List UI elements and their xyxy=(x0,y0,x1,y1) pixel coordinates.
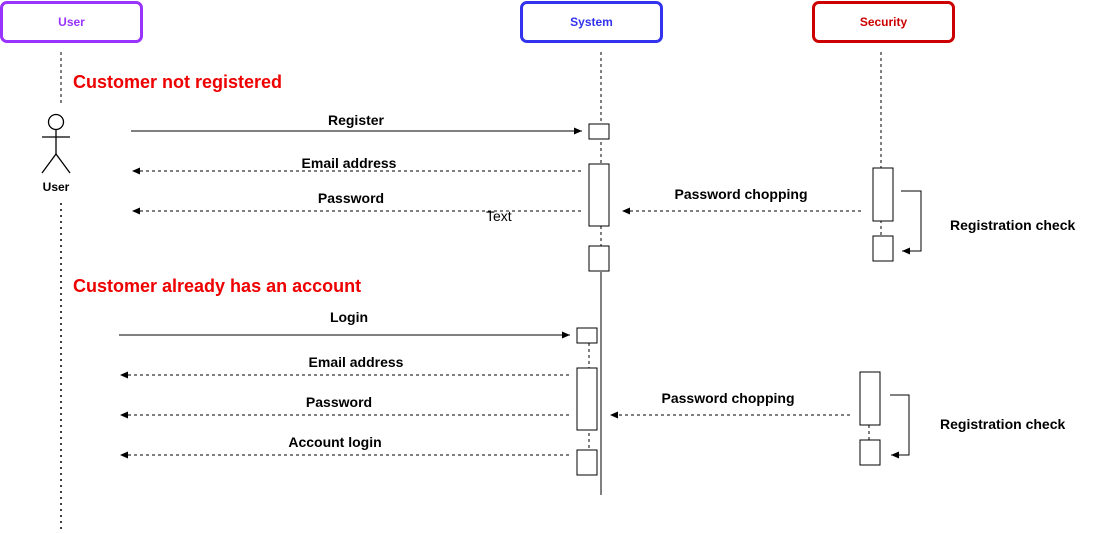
security-activation-check-2 xyxy=(859,439,881,466)
system-activation-register xyxy=(588,123,610,140)
system-activation-end-1 xyxy=(588,245,610,272)
registration-check-label: Registration check xyxy=(950,217,1076,233)
message-account-login-label: Account login xyxy=(288,434,382,450)
registration-check-arrow-1 xyxy=(901,190,922,255)
message-password-chopping-label: Password chopping xyxy=(674,186,808,202)
security-activation-chopping-1 xyxy=(872,167,894,222)
participant-system: System xyxy=(520,1,663,43)
participant-system-label: System xyxy=(570,15,613,29)
system-activation-login xyxy=(576,327,598,344)
participant-security-label: Security xyxy=(859,15,908,29)
message-email-address-label-2: Email address xyxy=(308,354,404,370)
security-activation-chopping-2 xyxy=(859,371,881,426)
system-activation-email-password xyxy=(588,163,610,227)
message-password-label-2: Password xyxy=(305,394,373,410)
message-password-chopping-label-2: Password chopping xyxy=(661,390,795,406)
system-activation-email-password-2 xyxy=(576,367,598,431)
participant-security: Security xyxy=(812,1,955,43)
participant-user-label: User xyxy=(58,15,85,29)
section-title-not-registered: Customer not registered xyxy=(73,72,283,92)
actor-label: User xyxy=(42,180,70,194)
message-login-label: Login xyxy=(329,309,369,325)
stick-figure-actor-icon xyxy=(41,113,71,174)
registration-check-label-2: Registration check xyxy=(940,416,1066,432)
security-activation-check-1 xyxy=(872,235,894,262)
registration-check-arrow-2 xyxy=(890,394,910,459)
section-title-has-account: Customer already has an account xyxy=(73,276,362,296)
system-activation-account-login xyxy=(576,449,598,476)
message-password-label: Password xyxy=(317,190,385,206)
message-email-address-label: Email address xyxy=(301,155,397,171)
stray-text-label: Text xyxy=(486,208,512,224)
message-register-label: Register xyxy=(327,112,385,128)
participant-user: User xyxy=(0,1,143,43)
